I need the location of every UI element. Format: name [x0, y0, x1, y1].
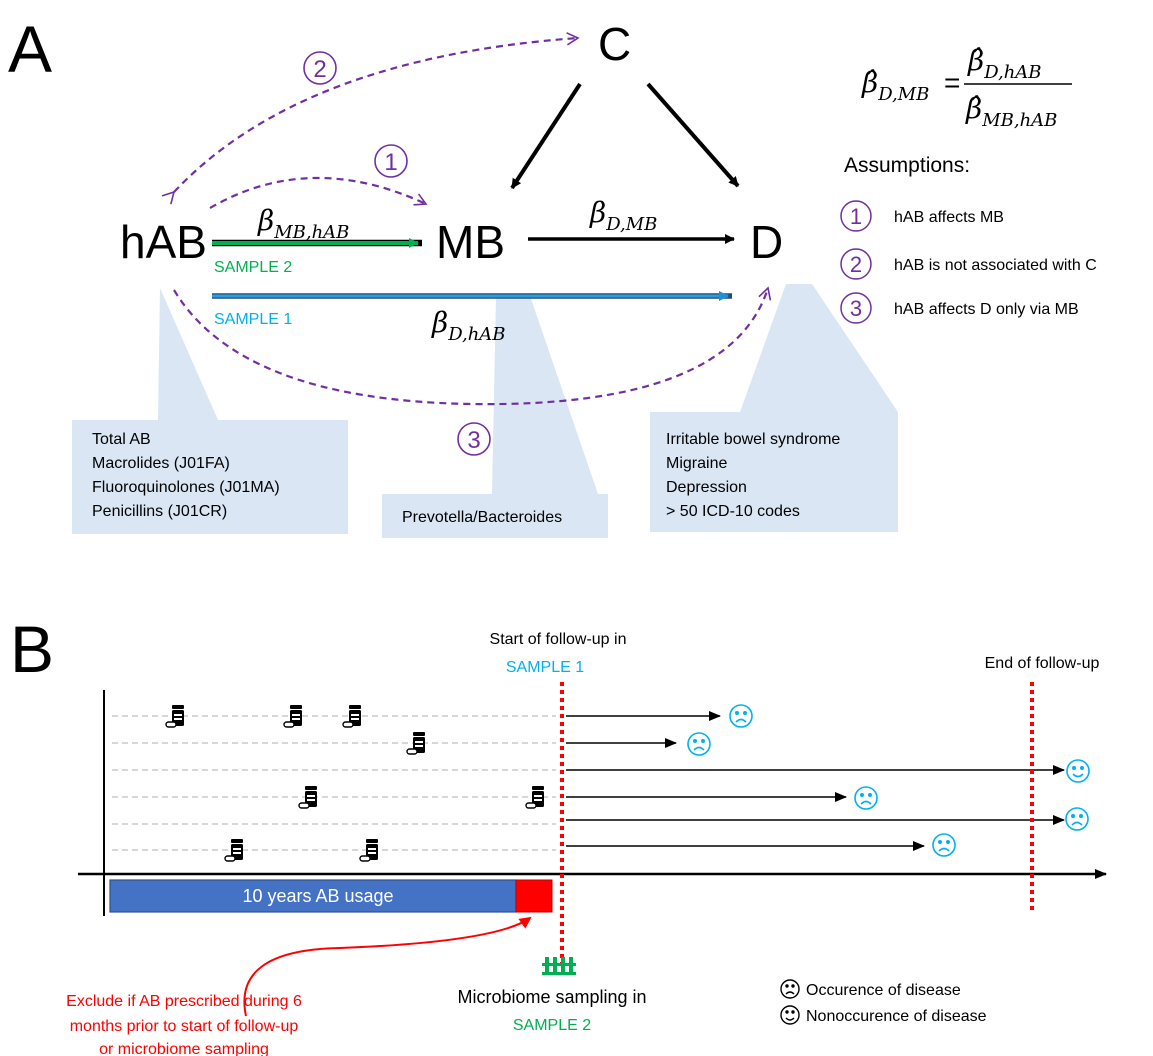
panel-b-label: B: [10, 612, 54, 686]
callout-mb-line-1: Prevotella/Bacteroides: [402, 509, 562, 526]
start-follow-up-label: Start of follow-up in: [490, 631, 627, 648]
formula-denominator: β̂MB,hAB: [965, 92, 1057, 131]
legend-happy-face-icon: [780, 1005, 800, 1025]
happy-face-icon: [1066, 759, 1090, 783]
node-c: C: [598, 18, 631, 70]
callout-hab: [72, 288, 348, 534]
exclusion-note-line-2: months prior to start of follow-up: [70, 1018, 299, 1035]
formula-equals: =: [944, 67, 960, 98]
callout-hab-line-1: Total AB: [92, 431, 151, 448]
assumptions-title: Assumptions:: [844, 154, 970, 177]
callout-d-line-4: > 50 ICD-10 codes: [666, 503, 800, 520]
assumption-curve-1: [209, 176, 428, 209]
test-tube-rack-icon: [542, 957, 576, 975]
callout-hab-line-4: Penicillins (J01CR): [92, 503, 227, 520]
node-d: D: [750, 216, 783, 268]
end-follow-up-label: End of follow-up: [985, 655, 1100, 672]
marker-3: [457, 422, 491, 456]
formula-lhs: β̂D,MB: [861, 66, 929, 105]
exclusion-note-line-1: Exclude if AB prescribed during 6: [66, 993, 302, 1010]
ab-usage-label: 10 years AB usage: [242, 886, 393, 906]
sad-face-icon: [687, 732, 711, 756]
exclusion-note-line-3: or microbiome sampling: [99, 1041, 269, 1056]
sad-face-icon: [854, 786, 878, 810]
marker-1: [374, 144, 408, 178]
assumption-curve-3: [173, 286, 772, 406]
node-hab: hAB: [120, 216, 207, 268]
marker-1-text: 1: [384, 149, 397, 176]
sample-2-label: SAMPLE 2: [214, 259, 292, 276]
sad-face-icon: [729, 704, 753, 728]
assumption-3-text: hAB affects D only via MB: [894, 301, 1079, 318]
assumption-2-marker: [840, 248, 872, 280]
start-follow-up-sample: SAMPLE 1: [506, 659, 584, 676]
marker-2: [303, 51, 337, 85]
marker-3-text: 3: [467, 427, 480, 454]
panel-a-label: A: [8, 12, 52, 86]
assumption-curve-2: [161, 32, 580, 205]
participant-rows: [112, 715, 556, 851]
assumption-2-num: 2: [850, 252, 862, 277]
callout-hab-line-2: Macrolides (J01FA): [92, 455, 230, 472]
arrow-c-to-mb: [510, 82, 582, 190]
sampling-label: Microbiome sampling in: [457, 987, 646, 1007]
beta-d-hab: βD,hAB: [431, 306, 506, 345]
sample-1-label: SAMPLE 1: [214, 311, 292, 328]
callout-mb: [382, 494, 608, 538]
assumption-1-text: hAB affects MB: [894, 209, 1004, 226]
beta-mb-hab: βMB,hAB: [257, 204, 349, 243]
pill-bottle-icon: [525, 785, 545, 809]
arrow-c-to-d: [646, 82, 740, 188]
pill-bottle-icon: [406, 731, 426, 755]
pill-bottle-icon: [165, 704, 185, 728]
sad-face-icon: [1065, 807, 1089, 831]
exclusion-arrow: [243, 916, 532, 1017]
ab-usage-bar: [109, 879, 517, 913]
callout-mb-pointer: [492, 296, 598, 494]
assumption-2-text: hAB is not associated with C: [894, 257, 1097, 274]
callout-hab-line-3: Fluoroquinolones (J01MA): [92, 479, 280, 496]
beta-d-mb: βD,MB: [589, 196, 657, 235]
legend-occurrence: Occurence of disease: [806, 982, 961, 999]
node-mb: MB: [436, 216, 505, 268]
sampling-sample: SAMPLE 2: [513, 1017, 591, 1034]
assumption-3-num: 3: [850, 296, 862, 321]
callout-d-line-1: Irritable bowel syndrome: [666, 431, 840, 448]
callout-d-line-2: Migraine: [666, 455, 727, 472]
assumption-3-marker: [840, 292, 872, 324]
callout-d-line-3: Depression: [666, 479, 747, 496]
pill-bottle-icon: [298, 785, 318, 809]
exclusion-window: [515, 879, 553, 913]
callout-d: [650, 412, 898, 532]
sad-face-icon: [932, 833, 956, 857]
marker-2-text: 2: [313, 56, 326, 83]
formula-numerator: β̂D,hAB: [967, 44, 1042, 83]
legend-sad-face-icon: [780, 979, 800, 999]
assumption-1-marker: [840, 200, 872, 232]
callout-d-pointer: [740, 284, 898, 412]
assumption-1-num: 1: [850, 204, 862, 229]
legend-nonoccurrence: Nonoccurence of disease: [806, 1008, 987, 1025]
